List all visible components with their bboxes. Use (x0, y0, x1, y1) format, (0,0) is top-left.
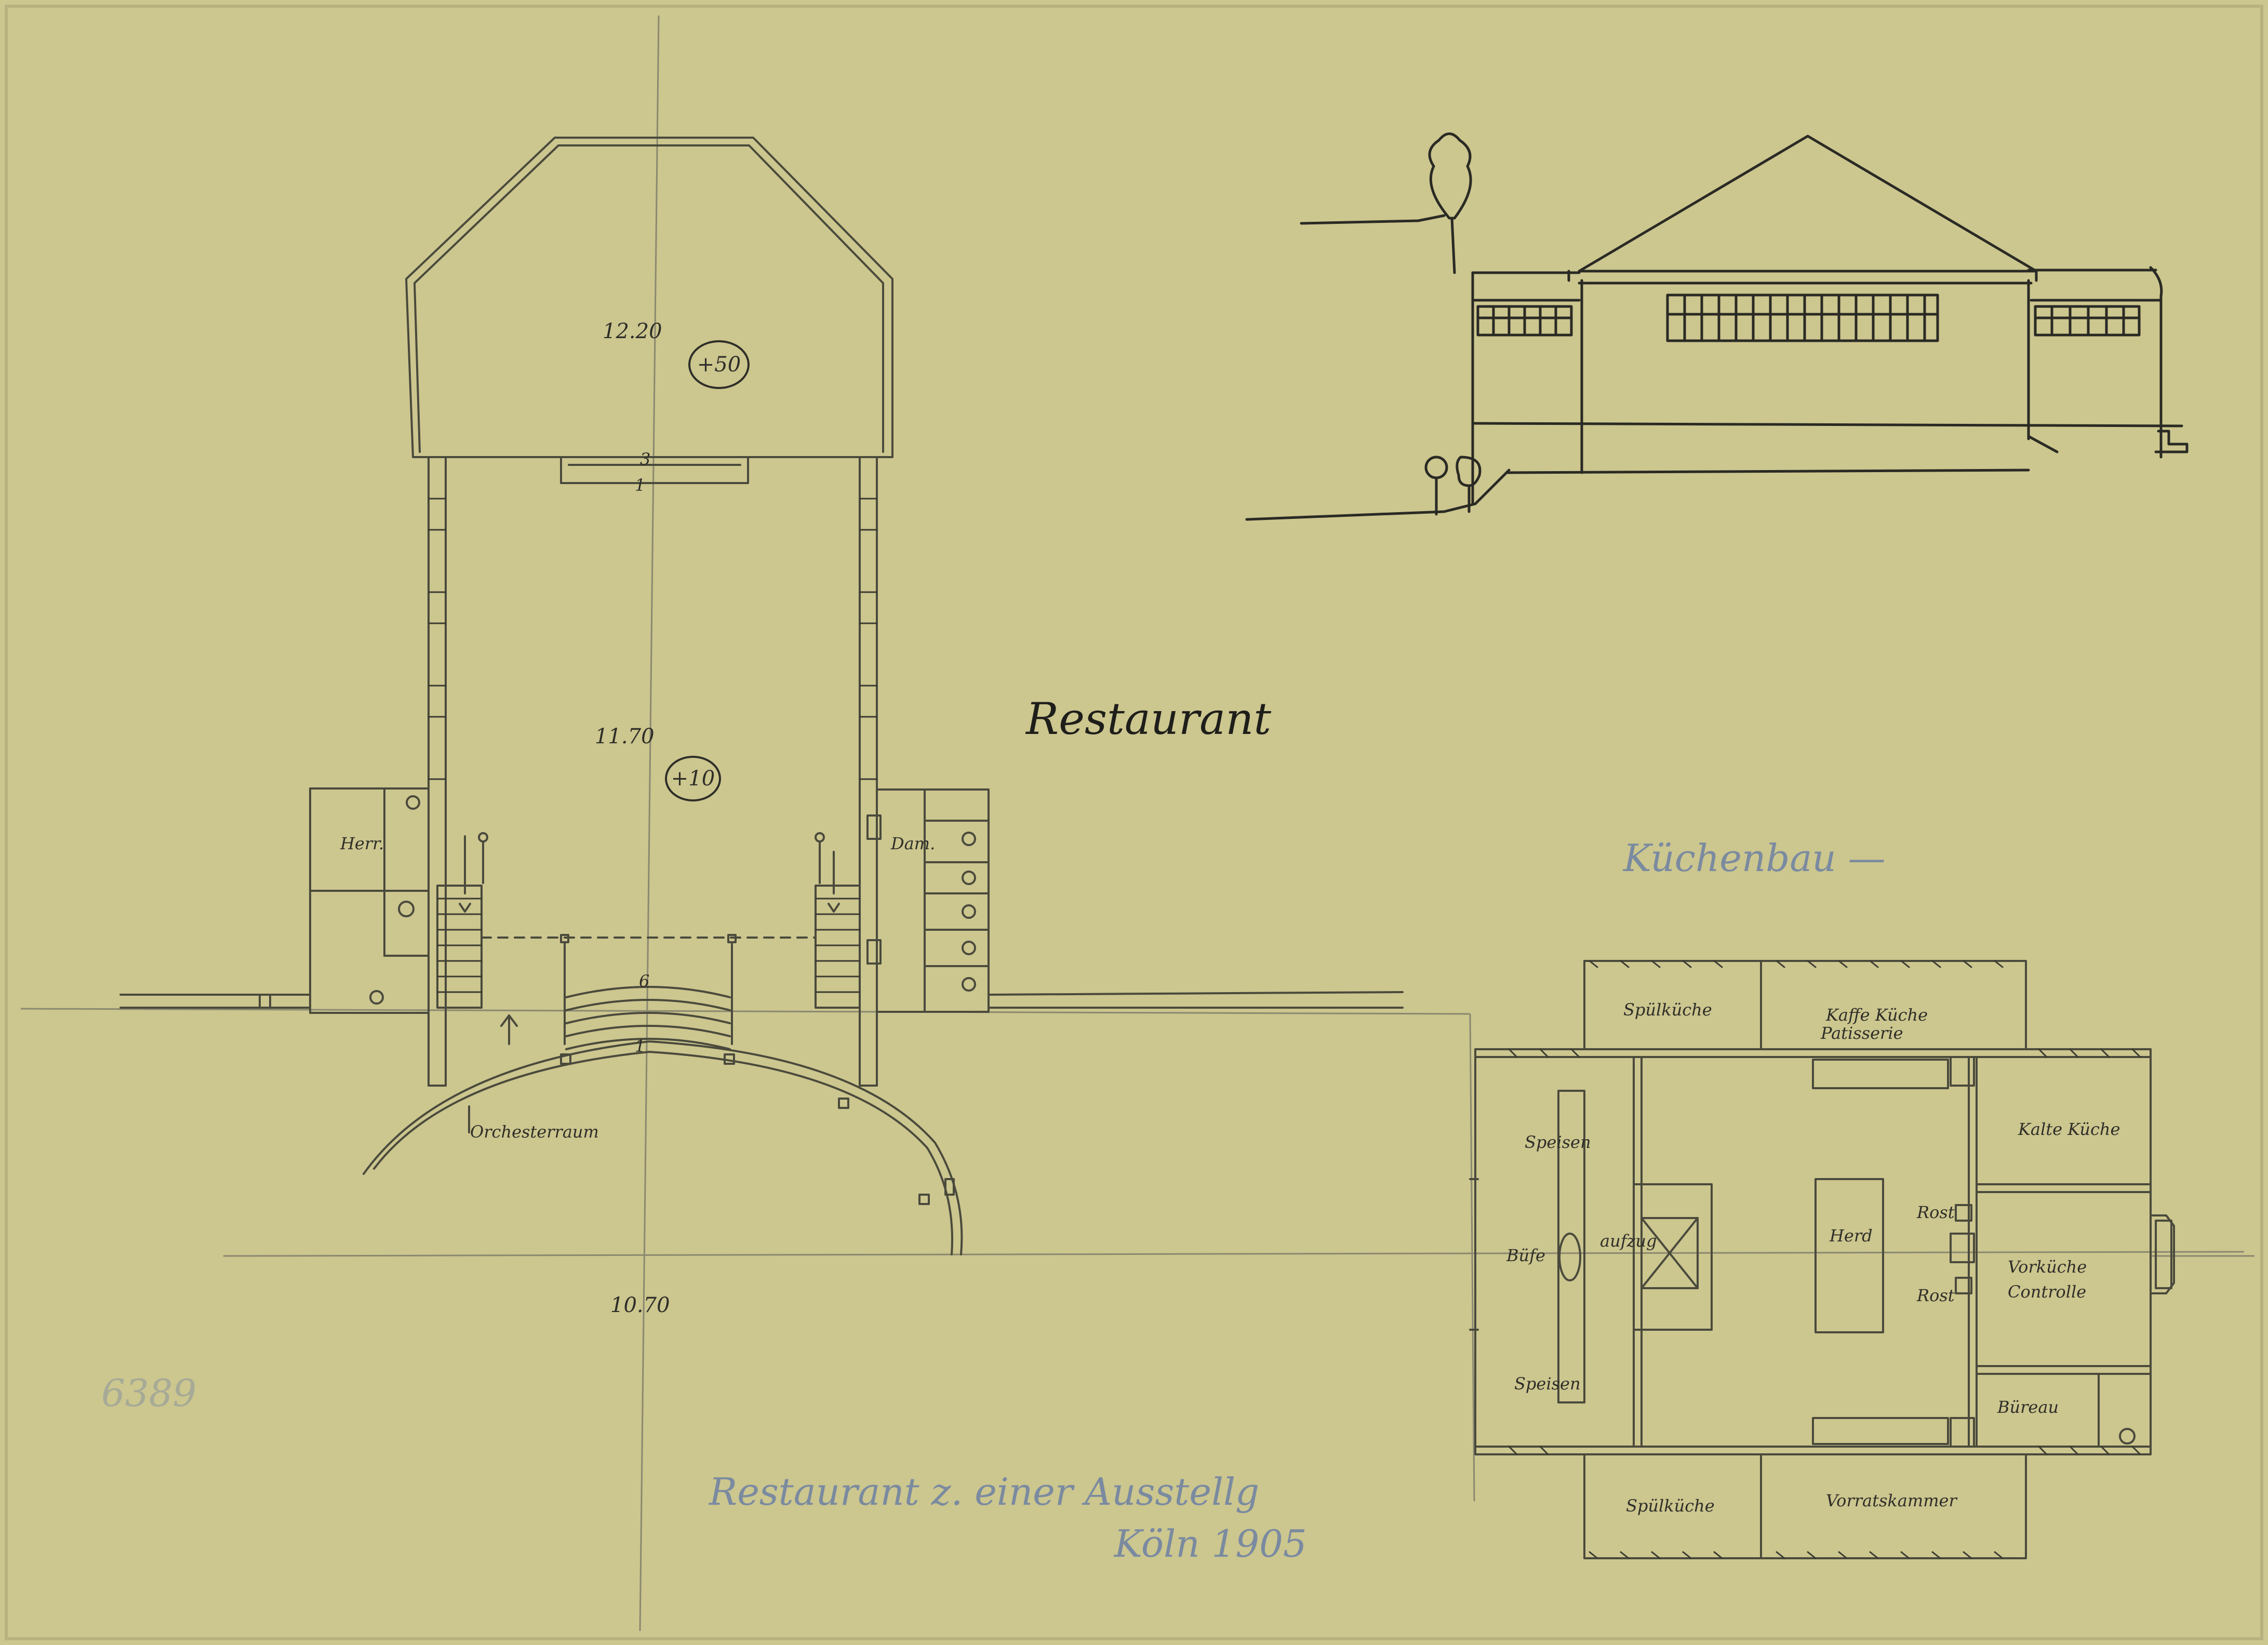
spulkuche-bottom-label: Spülküche (1626, 1496, 1715, 1516)
speisen-top-label: Speisen (1525, 1132, 1591, 1152)
restaurant-plan (119, 137, 1404, 1255)
level-middle: +10 (665, 756, 721, 801)
damen-label: Dam. (891, 834, 936, 853)
kalte-kuche-label: Kalte Küche (2018, 1119, 2120, 1139)
step-number-1-bottom: 1 (635, 1036, 646, 1056)
orchester-label: Orchesterraum (470, 1122, 599, 1142)
aufzug-label: aufzug (1600, 1231, 1657, 1251)
spulkuche-top-label: Spülküche (1623, 1000, 1712, 1020)
buffet-label: Büfe (1506, 1246, 1545, 1265)
vorratskammer-label: Vorratskammer (1826, 1491, 1957, 1510)
bureau-label: Büreau (1997, 1397, 2059, 1417)
apse-outline (405, 137, 893, 458)
construction-lines (20, 15, 2254, 1631)
herren-label: Herr. (340, 834, 384, 853)
herd-label: Herd (1830, 1226, 1873, 1246)
level-top: +50 (688, 340, 750, 389)
kitchen-elevation (1245, 132, 2189, 521)
restaurant-title: Restaurant (1026, 693, 1272, 744)
dimension-top: 12.20 (603, 319, 662, 343)
controlle-label: Controlle (2008, 1282, 2087, 1302)
caption-line-1: Restaurant z. einer Ausstellg (709, 1470, 1260, 1514)
rost-label-1: Rost (1917, 1202, 1955, 1222)
vorkuche-label: Vorküche (2008, 1257, 2087, 1277)
caption-line-2: Köln 1905 (1114, 1522, 1307, 1566)
dimension-bottom: 10.70 (610, 1293, 670, 1317)
dimension-middle: 11.70 (595, 725, 655, 748)
step-number-6: 6 (639, 971, 650, 991)
kitchen-title: Küchenbau — (1623, 836, 1886, 880)
step-number-3: 3 (640, 449, 651, 469)
kaffee-label: Kaffe Küche (1826, 1005, 1928, 1025)
rost-label-2: Rost (1917, 1286, 1955, 1305)
paper-border (5, 5, 2263, 1640)
step-number-1-top: 1 (635, 475, 646, 495)
inventory-number: 6389 (101, 1371, 197, 1415)
kitchen-plan (1469, 960, 2175, 1559)
speisen-bottom-label: Speisen (1514, 1374, 1581, 1394)
patisserie-label: Patisserie (1821, 1023, 1903, 1043)
